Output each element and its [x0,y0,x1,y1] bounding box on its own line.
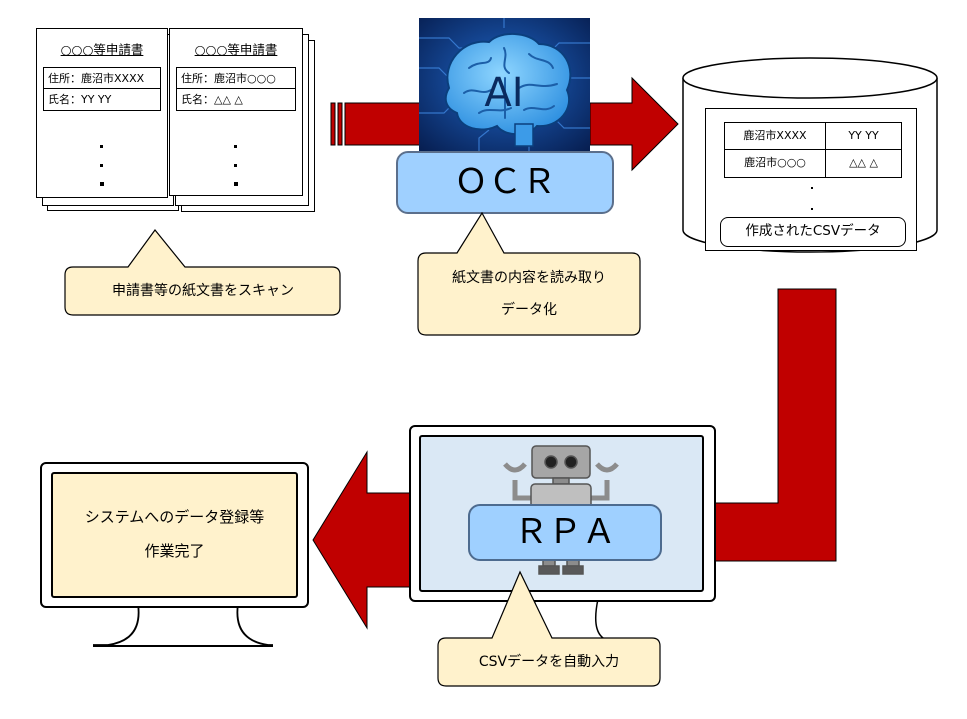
arrow-rpa-to-system [312,450,411,630]
application-document-2: ○○○等申請書 住所：鹿沼市○○○ 氏名：△△ △ [169,28,303,196]
system-complete-line2: 作業完了 [144,542,205,560]
arrow-documents-to-database [330,76,679,172]
doc2-title: ○○○等申請書 [194,42,278,57]
scan-callout-text: 申請書等の紙文書をスキャン [112,283,294,299]
ocr-callout-bubble [417,211,641,336]
doc2-address-field: 住所：鹿沼市○○○ [176,67,296,89]
csv-cell-place: 鹿沼市○○○ [724,150,826,178]
rpa-callout-bubble [437,570,661,687]
ocr-label: ＯＣＲ [396,151,614,214]
doc1-ellipsis-dot [100,182,104,186]
doc2-name-field: 氏名：△△ △ [176,89,296,111]
arrow-database-to-rpa [712,288,837,562]
csv-ellipsis-dot [811,187,813,189]
csv-row: 鹿沼市○○○ △△ △ [724,150,902,178]
doc2-ellipsis-dot [234,145,237,148]
csv-table: 鹿沼市XXXX YY YY 鹿沼市○○○ △△ △ [724,122,902,178]
doc1-ellipsis-dot [100,145,103,148]
doc1-name-field: 氏名：YY YY [43,89,161,111]
scan-callout-bubble [64,229,341,316]
rpa-label: ＲＰＡ [468,504,662,561]
ocr-callout-line2: データ化 [501,302,557,318]
robot-icon [503,445,619,575]
csv-cell-name: YY YY [826,122,902,150]
csv-cell-name: △△ △ [826,150,902,178]
brain-icon: AI [419,18,590,156]
doc1-address-field: 住所：鹿沼市XXXX [43,67,161,89]
application-document-1: ○○○等申請書 住所：鹿沼市XXXX 氏名：YY YY [36,28,168,198]
ai-text: AI [484,70,523,116]
rpa-callout-text: CSVデータを自動入力 [478,654,620,670]
system-monitor-stand [93,603,273,647]
csv-row: 鹿沼市XXXX YY YY [724,122,902,150]
doc2-ellipsis-dot [234,182,238,186]
csv-caption-text: 作成されたCSVデータ [745,223,881,239]
monitor-icon [40,462,309,608]
system-complete-line1: システムへのデータ登録等 [84,508,265,526]
ocr-label-text: ＯＣＲ [454,162,556,202]
system-monitor-screen [51,472,298,598]
doc1-title: ○○○等申請書 [60,42,144,57]
csv-ellipsis-dot [811,208,813,210]
ai-brain-image: AI [419,18,590,156]
csv-caption-box: 作成されたCSVデータ [720,217,906,247]
ocr-callout-line1: 紙文書の内容を読み取り [452,270,606,286]
doc1-ellipsis-dot [100,164,103,167]
doc2-ellipsis-dot [234,164,237,167]
rpa-label-text: ＲＰＡ [514,512,616,552]
csv-cell-place: 鹿沼市XXXX [724,122,826,150]
